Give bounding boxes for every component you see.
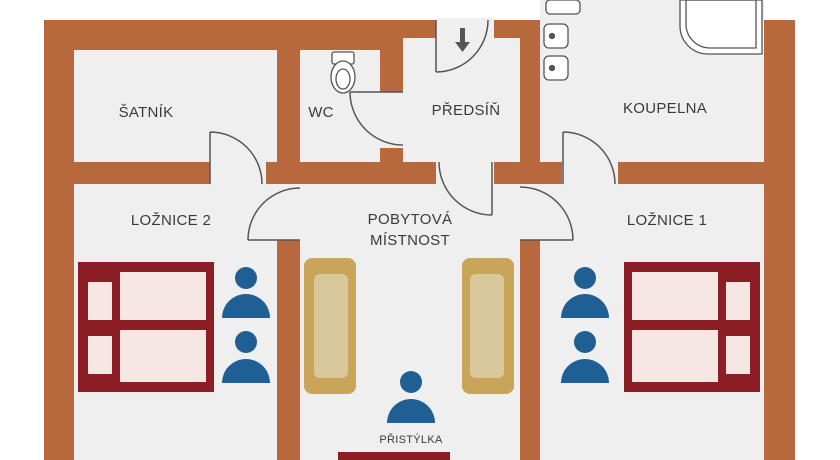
door-predsin-living [438,161,493,216]
door-loznice-1 [519,186,574,241]
outer-notch [436,0,520,20]
room-predsin [403,38,520,162]
door-koupelna [562,131,616,185]
toilet-icon [330,51,356,94]
label-predsin: PŘEDSÍŇ [432,102,501,119]
sink-icon [543,23,569,49]
koupelna-fixtures [543,0,763,81]
door-gap-satnik [210,160,266,186]
extra-bed [338,452,450,460]
arrow-down-icon [455,28,470,52]
double-bed-icon [624,262,760,392]
label-wc: WC [308,104,334,121]
door-loznice-2 [247,187,301,241]
person-icon [561,331,609,383]
persons [222,267,609,423]
double-bed-icon [78,262,214,392]
label-loznice-1: LOŽNICE 1 [627,212,707,229]
door-gap-loznice-2 [275,184,302,240]
door-wc [349,91,404,146]
door-satnik [209,131,263,185]
door-gap-predsin-living [436,160,494,186]
door-gap-loznice-1 [518,184,542,240]
sink-icon [543,55,569,81]
sofa-icon [462,258,514,394]
bathtub-icon [679,0,763,55]
person-icon [561,267,609,318]
label-satnik: ŠATNÍK [119,104,174,121]
label-koupelna: KOUPELNA [623,100,707,117]
label-loznice-2: LOŽNICE 2 [131,212,211,229]
label-pobytova: POBYTOVÁ [368,211,453,228]
door-swings [209,19,616,241]
label-mistnost: MÍSTNOST [370,232,450,249]
person-icon [222,267,270,318]
label-pristylka: PŘISTÝLKA [379,433,443,446]
person-icon [387,371,435,423]
door-entrance [435,19,489,73]
sofa-icon [304,258,356,394]
door-gap-koupelna [562,160,618,186]
sink-icon [545,0,581,15]
room-satnik [74,50,277,162]
door-gap-wc [378,92,405,148]
person-icon [222,331,270,383]
